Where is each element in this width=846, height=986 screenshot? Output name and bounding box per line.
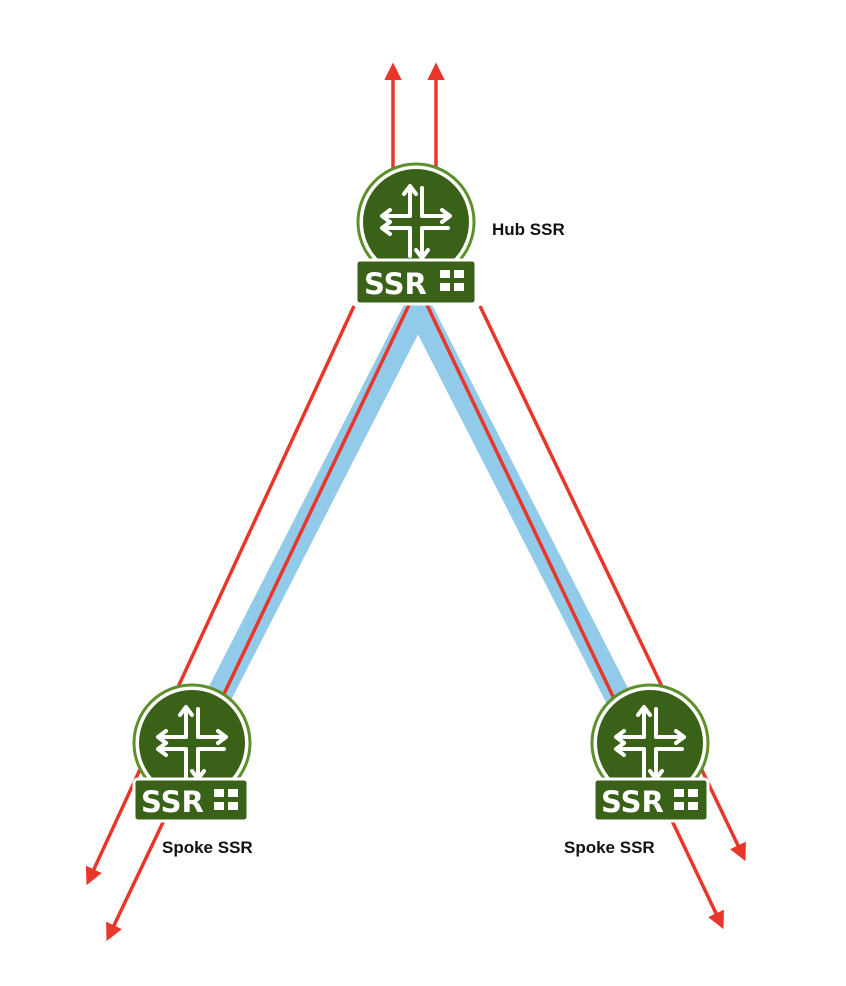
tunnel-links: [202, 300, 634, 711]
hub-router[interactable]: SSR Hub SSR: [354, 162, 565, 306]
spoke-router-right-label: Spoke SSR: [564, 838, 655, 857]
hub-router-label: Hub SSR: [492, 220, 565, 239]
spoke-router-right[interactable]: SSR Spoke SSR: [564, 683, 710, 857]
grid-icon: [674, 789, 698, 810]
flow-arrow-hub-left-outer: [85, 305, 356, 886]
ssr-badge-text: SSR: [601, 785, 664, 819]
flow-arrow-hub-right-inner: [416, 285, 724, 930]
tunnel-hub-to-left-spoke: [202, 300, 430, 711]
spoke-router-left-label: Spoke SSR: [162, 838, 253, 857]
spoke-router-left[interactable]: SSR Spoke SSR: [132, 683, 253, 857]
grid-icon: [214, 789, 238, 810]
ssr-badge-text: SSR: [364, 267, 427, 301]
tunnel-hub-to-right-spoke: [406, 300, 634, 711]
ssr-badge-text: SSR: [141, 785, 204, 819]
grid-icon: [440, 270, 464, 291]
flow-arrow-hub-left-inner: [106, 285, 420, 942]
